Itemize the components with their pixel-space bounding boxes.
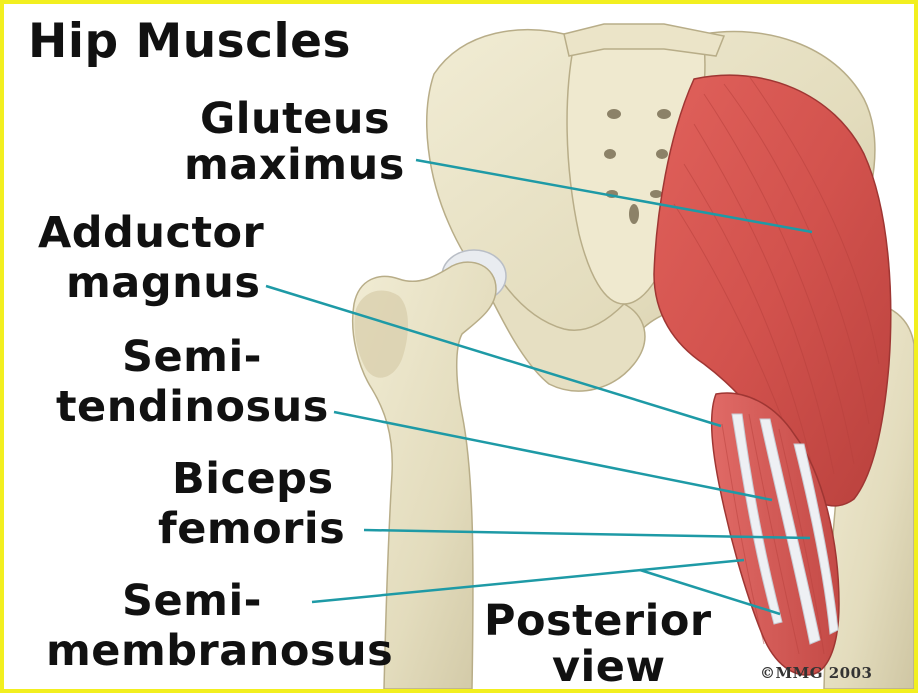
label-biceps-line1: Biceps bbox=[172, 458, 334, 501]
label-view-line1: Posterior bbox=[484, 600, 712, 643]
copyright-text: ©MMG 2003 bbox=[760, 666, 873, 681]
label-view-line2: view bbox=[552, 646, 666, 689]
page-title: Hip Muscles bbox=[28, 18, 351, 65]
label-biceps-line2: femoris bbox=[158, 508, 345, 551]
label-adductor-line2: magnus bbox=[66, 262, 260, 305]
label-semitendinosus-line2: tendinosus bbox=[56, 386, 329, 429]
label-semimembranosus-line2: membranosus bbox=[46, 630, 393, 673]
label-semitendinosus-line1: Semi- bbox=[122, 336, 262, 379]
label-gluteus-line2: maximus bbox=[184, 144, 405, 187]
label-gluteus-line1: Gluteus bbox=[200, 98, 390, 141]
label-semimembranosus-line1: Semi- bbox=[122, 580, 262, 623]
label-adductor-line1: Adductor bbox=[38, 212, 264, 255]
